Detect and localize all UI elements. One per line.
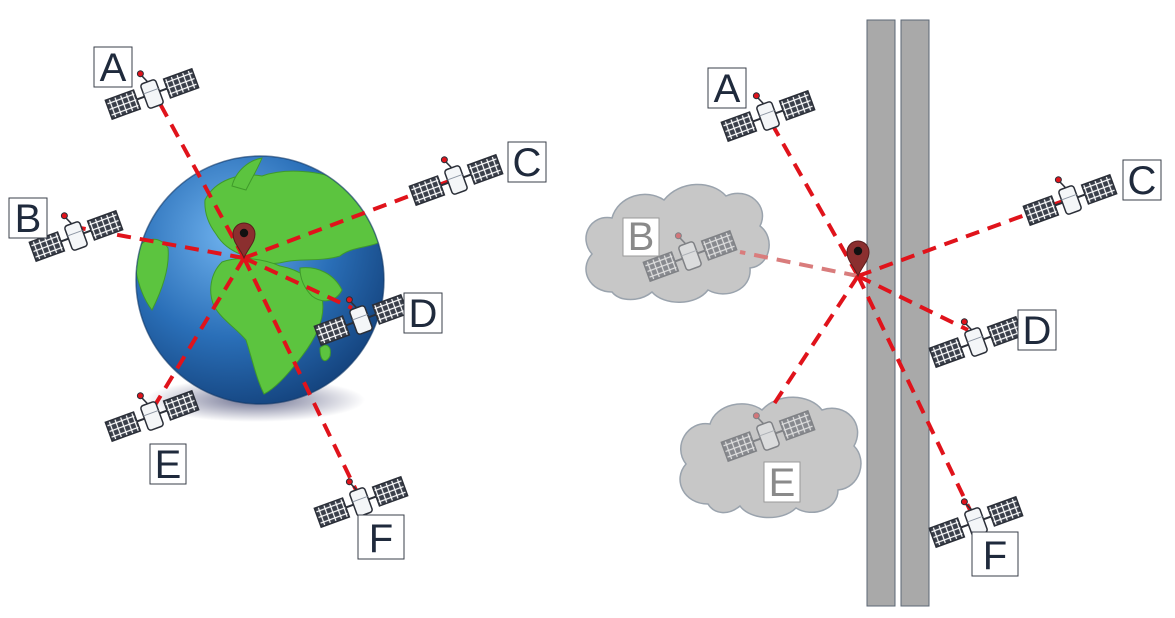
label-c: C	[507, 141, 547, 185]
satellite-icon	[402, 138, 505, 209]
svg-text:F: F	[983, 534, 1007, 578]
label-f: F	[357, 514, 405, 561]
cloud-icon	[679, 396, 862, 519]
svg-text:C: C	[513, 141, 542, 185]
ray-a	[770, 123, 860, 277]
satellite-icon	[1016, 158, 1119, 229]
satellite-icon	[922, 300, 1025, 371]
svg-text:E: E	[155, 443, 182, 487]
svg-text:E: E	[769, 461, 796, 505]
ray-a	[156, 99, 246, 259]
ray-d	[857, 274, 969, 332]
ray-e	[150, 256, 246, 412]
label-c: C	[1122, 159, 1162, 203]
svg-text:B: B	[628, 215, 655, 259]
svg-text:A: A	[714, 67, 741, 111]
ray-f	[856, 275, 972, 511]
label-d: D	[403, 292, 443, 336]
cloud-icon	[585, 183, 770, 303]
label-d: D	[1017, 309, 1057, 353]
globe-icon	[135, 155, 385, 405]
label-e: E	[149, 443, 187, 487]
building-wall-left	[866, 19, 896, 607]
left-scene: A B C D E F	[8, 46, 547, 561]
ray-b	[739, 250, 859, 278]
ray-d	[243, 256, 353, 310]
location-pin-icon	[846, 240, 870, 277]
svg-text:D: D	[1023, 309, 1052, 353]
ray-f	[242, 257, 358, 491]
svg-text:C: C	[1128, 159, 1157, 203]
svg-text:D: D	[409, 292, 438, 336]
label-a: A	[93, 46, 133, 90]
svg-text:B: B	[15, 197, 42, 241]
label-e: E	[763, 461, 801, 505]
svg-text:A: A	[100, 46, 127, 90]
ray-e	[768, 274, 860, 412]
label-b: B	[8, 197, 48, 241]
label-f: F	[971, 531, 1019, 578]
right-scene: A B C D E F	[585, 19, 1162, 607]
building-wall-right	[900, 19, 930, 607]
label-b: B	[622, 215, 660, 259]
label-a: A	[707, 67, 747, 111]
svg-text:F: F	[369, 517, 393, 561]
